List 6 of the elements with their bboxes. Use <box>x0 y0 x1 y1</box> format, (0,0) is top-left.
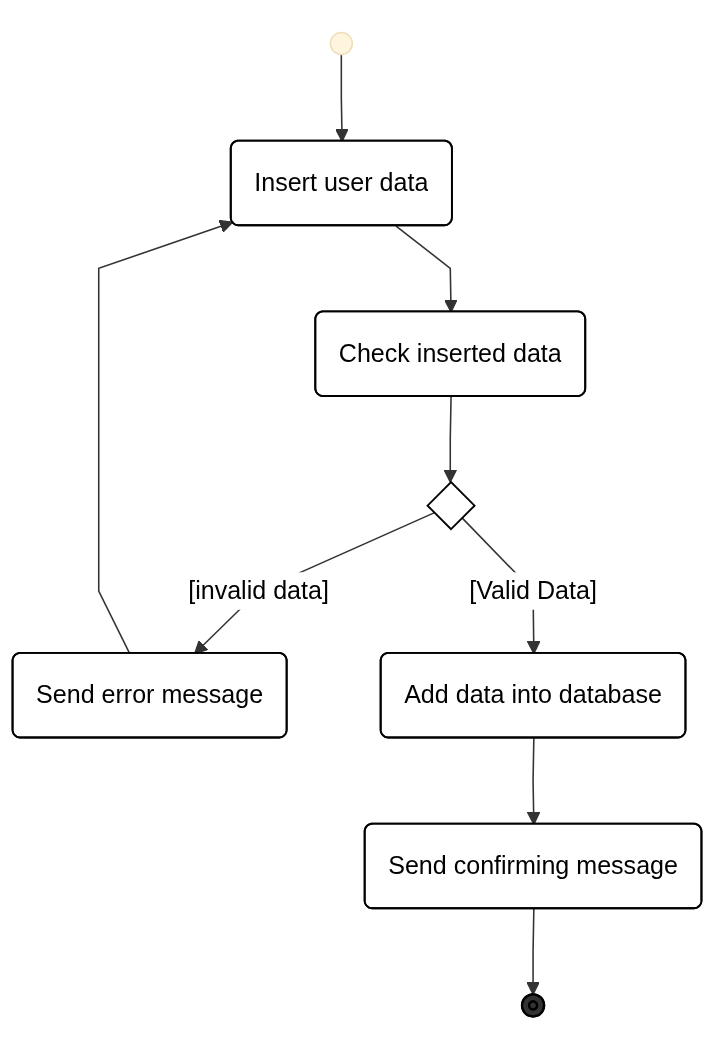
arrow <box>443 396 458 483</box>
arrow <box>395 225 458 313</box>
edge-label: [Valid Data] <box>469 576 597 604</box>
node-circle <box>329 31 354 56</box>
edge-label: [invalid data] <box>188 576 329 604</box>
node-diamond <box>426 480 476 531</box>
